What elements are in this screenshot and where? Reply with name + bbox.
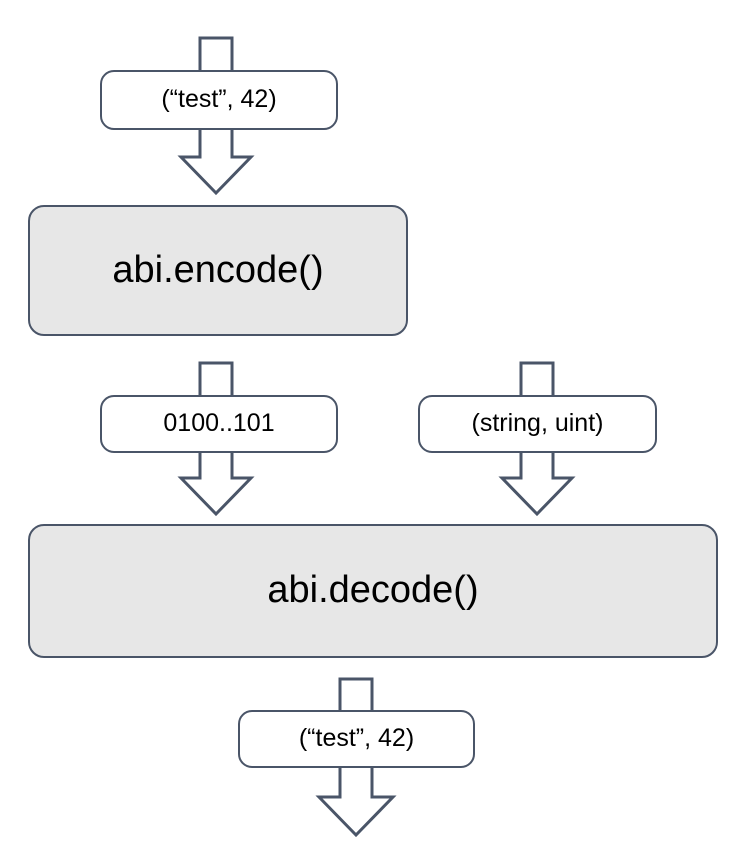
node-type-tuple[interactable]: (string, uint) — [418, 395, 657, 453]
node-output-tuple-label: (“test”, 42) — [298, 724, 415, 753]
node-encoded-bytes-label: 0100..101 — [163, 409, 275, 438]
stub-into-encoded — [198, 361, 234, 396]
node-input-tuple[interactable]: (“test”, 42) — [100, 70, 338, 130]
stub-into-output — [338, 677, 374, 711]
node-abi-decode-label: abi.decode() — [267, 569, 479, 612]
stub-into-type-tuple — [519, 361, 555, 396]
node-output-tuple[interactable]: (“test”, 42) — [238, 710, 475, 768]
arrow-encoded-to-decode — [177, 453, 255, 517]
node-abi-decode[interactable]: abi.decode() — [28, 524, 718, 658]
stub-into-input — [198, 36, 234, 71]
node-abi-encode-label: abi.encode() — [112, 248, 324, 291]
arrow-output-out — [315, 768, 397, 838]
arrow-input-to-encode — [177, 130, 255, 196]
arrow-type-tuple-to-decode — [498, 453, 576, 517]
node-abi-encode[interactable]: abi.encode() — [28, 205, 408, 336]
node-input-tuple-label: (“test”, 42) — [161, 85, 277, 114]
node-encoded-bytes[interactable]: 0100..101 — [100, 395, 338, 453]
node-type-tuple-label: (string, uint) — [471, 409, 604, 438]
